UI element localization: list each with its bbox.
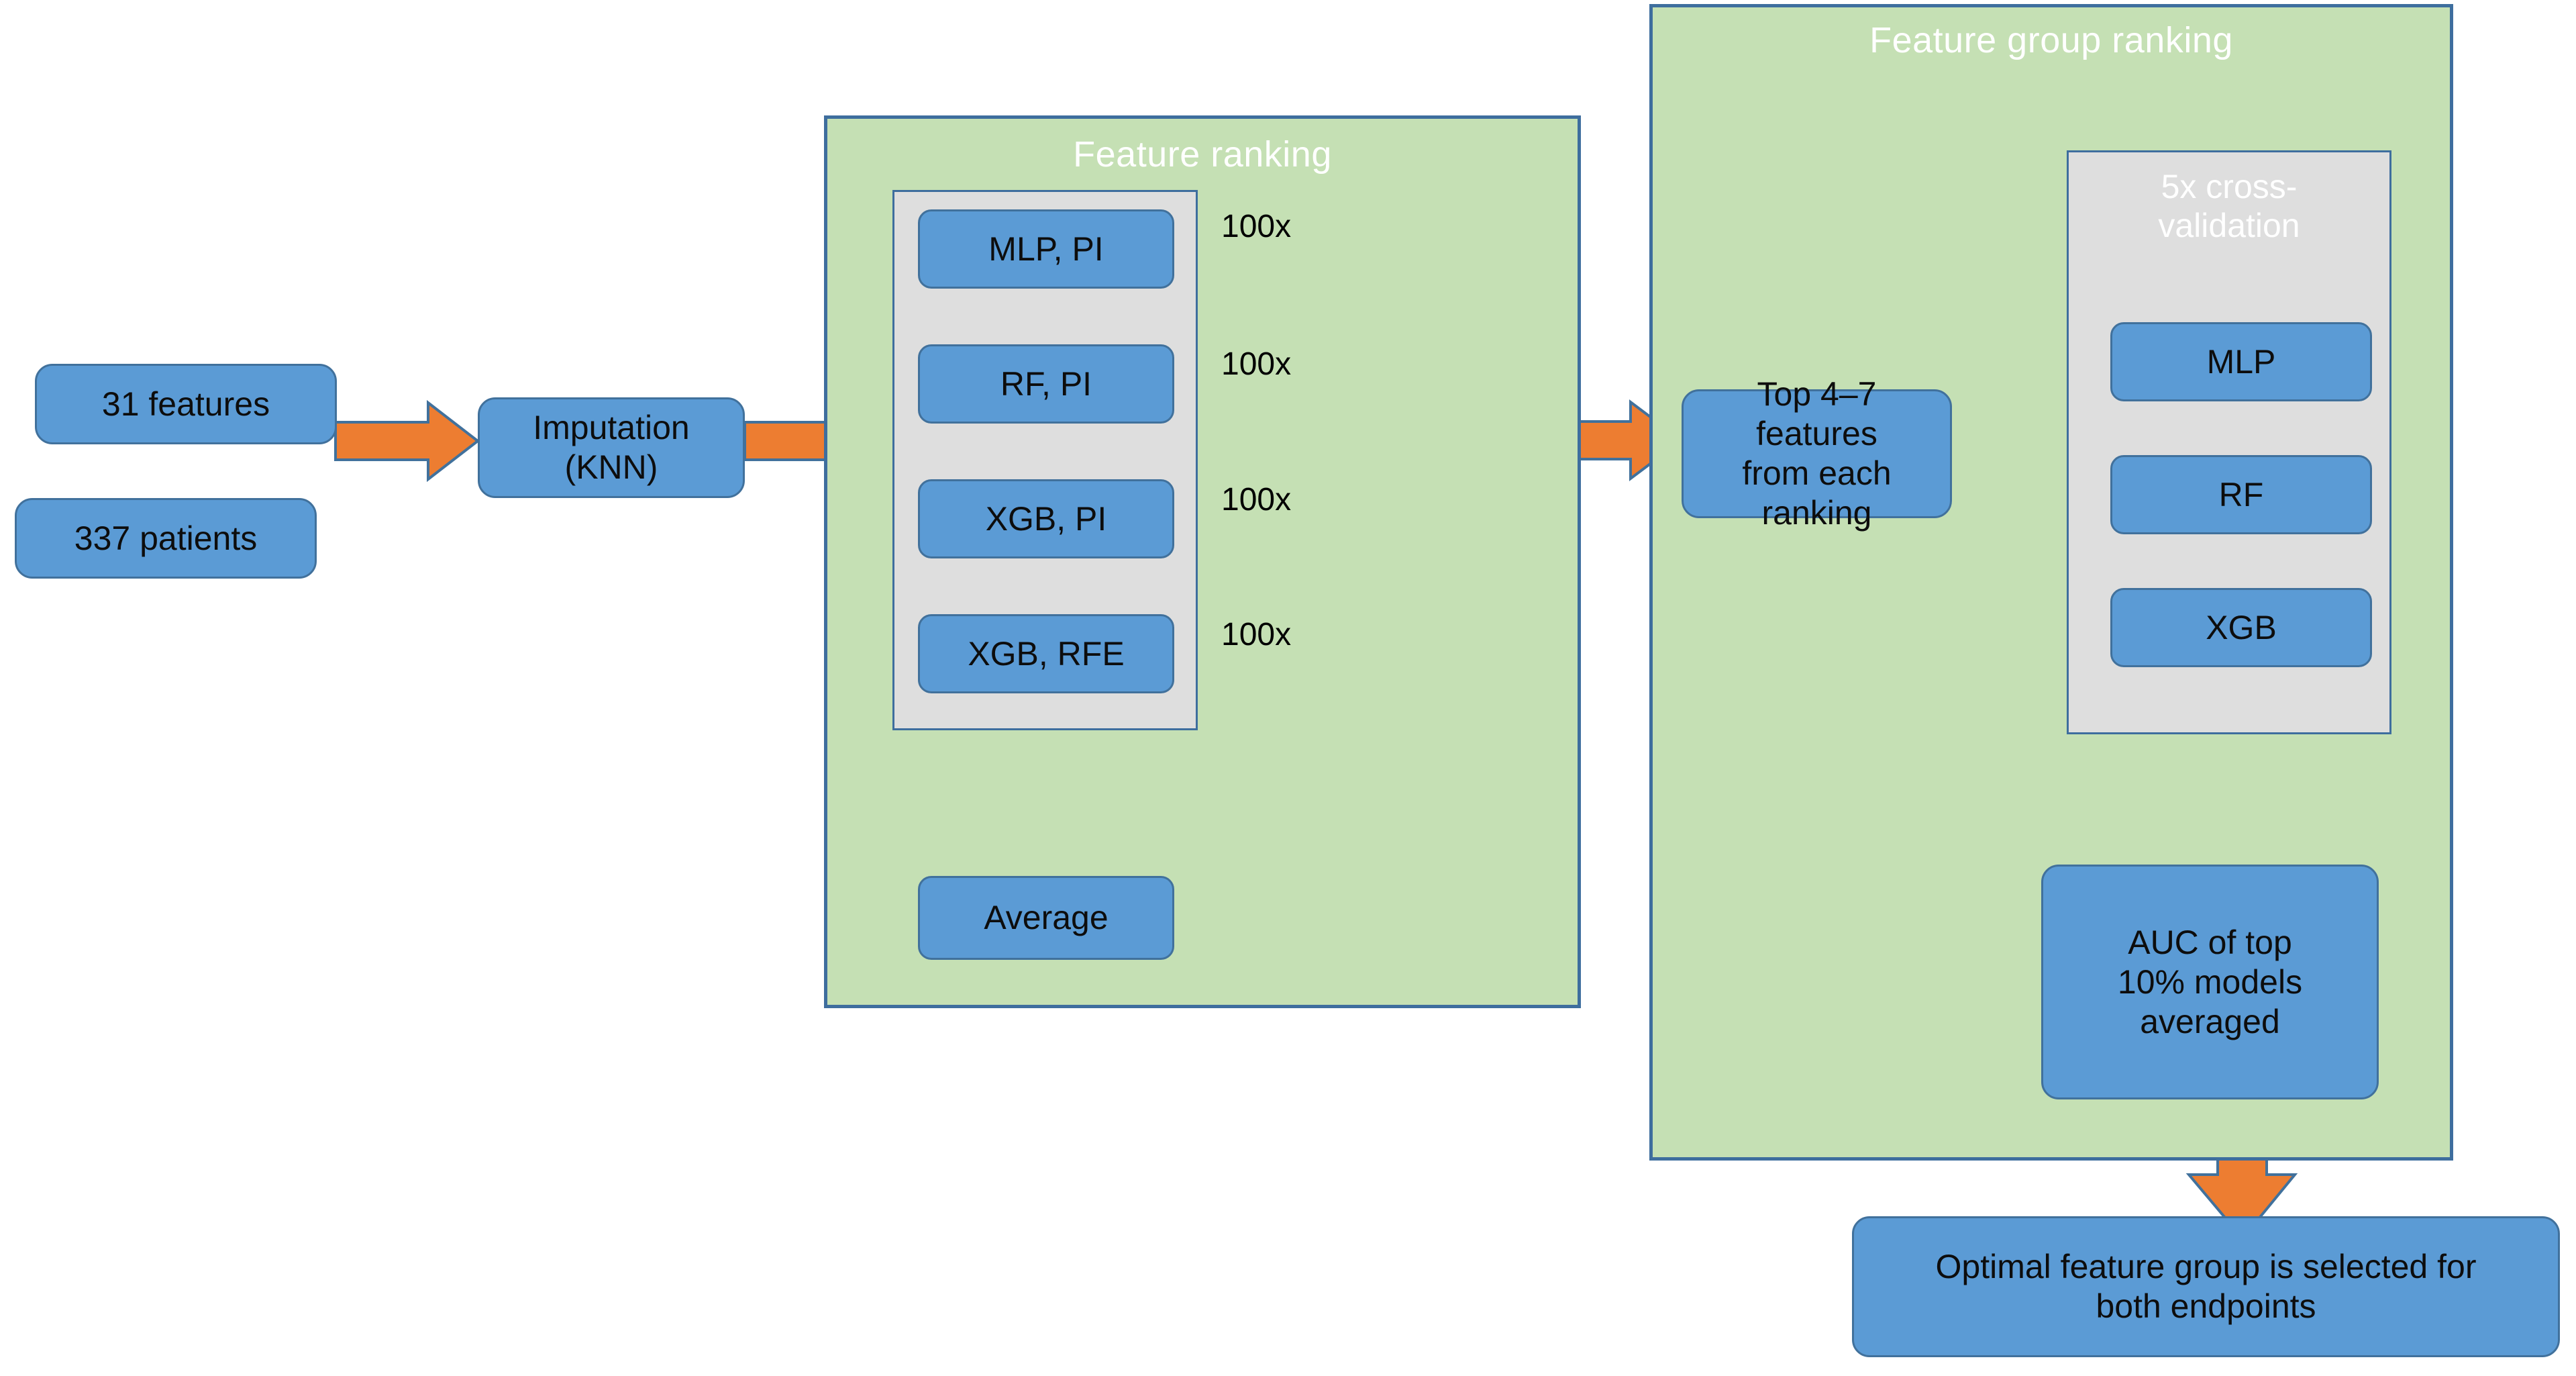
node-final-optimal-group[interactable]: Optimal feature group is selected for bo… [1852, 1216, 2560, 1357]
orange-arrow-inputs-to-imputation [334, 399, 480, 483]
node-rf-pi-label: RF, PI [1000, 364, 1092, 403]
node-top-features[interactable]: Top 4–7 features from each ranking [1682, 375, 1952, 532]
node-mlp-pi-label: MLP, PI [988, 230, 1104, 268]
label-100x-xgbpi: 100x [1221, 482, 1292, 518]
node-cv-xgb-label: XGB [2206, 608, 2277, 646]
node-cv-mlp-label: MLP [2206, 342, 2276, 381]
node-top-features-label: Top 4–7 features from each ranking [1742, 375, 1892, 532]
node-cv-rf-label: RF [2218, 475, 2264, 513]
subpanel-cross-validation-title: 5x cross- validation [2158, 168, 2300, 244]
node-31-features[interactable]: 31 features [35, 364, 337, 444]
node-xgb-rfe-label: XGB, RFE [968, 634, 1125, 673]
node-cv-mlp[interactable]: MLP [2110, 322, 2372, 401]
node-cv-xgb[interactable]: XGB [2110, 588, 2372, 667]
panel-feature-ranking-title: Feature ranking [1073, 134, 1332, 175]
node-imputation-knn-label: Imputation (KNN) [533, 409, 690, 486]
node-rf-pi[interactable]: RF, PI [918, 344, 1174, 424]
node-auc-top-models[interactable]: AUC of top 10% models averaged [2041, 865, 2379, 1099]
panel-feature-group-ranking-title: Feature group ranking [1869, 20, 2233, 60]
node-cv-rf[interactable]: RF [2110, 455, 2372, 534]
label-100x-xgbrfe: 100x [1221, 617, 1292, 652]
node-average-label: Average [984, 899, 1109, 936]
node-337-patients-label: 337 patients [74, 519, 258, 557]
node-31-features-label: 31 features [101, 385, 270, 423]
node-mlp-pi[interactable]: MLP, PI [918, 209, 1174, 289]
node-final-optimal-group-label: Optimal feature group is selected for bo… [1935, 1248, 2477, 1325]
node-imputation-knn[interactable]: Imputation (KNN) [478, 397, 745, 498]
node-337-patients[interactable]: 337 patients [15, 498, 317, 579]
node-auc-top-models-label: AUC of top 10% models averaged [2117, 923, 2303, 1040]
node-average[interactable]: Average [918, 876, 1174, 960]
node-xgb-pi[interactable]: XGB, PI [918, 479, 1174, 558]
node-xgb-pi-label: XGB, PI [985, 499, 1107, 538]
label-100x-mlp: 100x [1221, 209, 1292, 244]
label-100x-rf: 100x [1221, 346, 1292, 382]
node-xgb-rfe[interactable]: XGB, RFE [918, 614, 1174, 693]
